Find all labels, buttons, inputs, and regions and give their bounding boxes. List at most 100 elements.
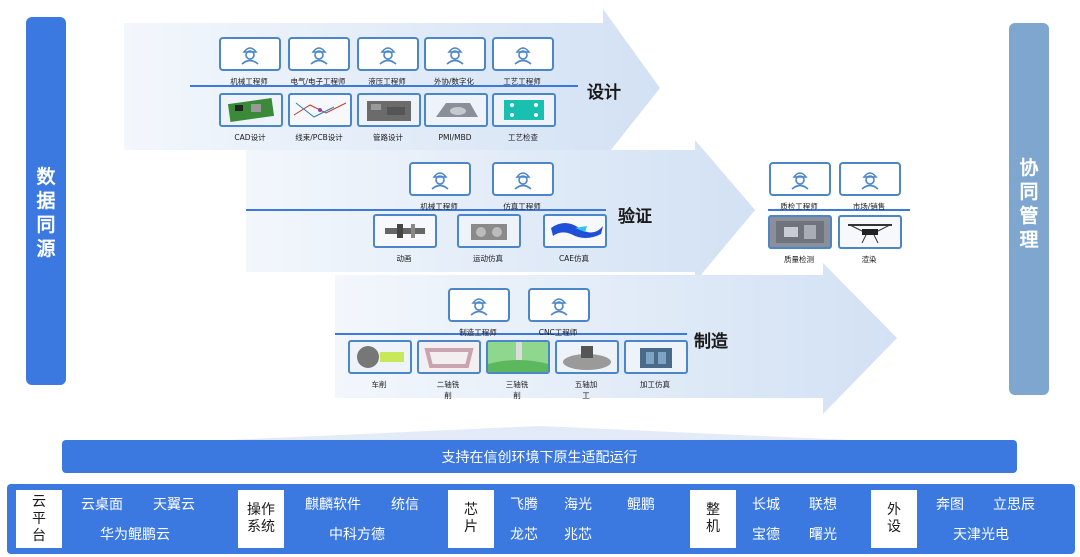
tool-label: 三轴铣 削	[505, 380, 529, 400]
design-divider	[190, 85, 578, 87]
engineer-icon	[492, 37, 554, 71]
wiring-pcb-image	[288, 93, 352, 127]
collab-char: 管	[1019, 205, 1039, 227]
role-label: 市场/销售	[852, 202, 886, 211]
render-drone-image	[838, 215, 902, 249]
machining-sim-image	[624, 340, 688, 374]
piping-image	[357, 93, 421, 127]
process-check-image	[492, 93, 556, 127]
tool-card: CAD设计	[219, 93, 283, 143]
role-label: 质检工程师	[780, 202, 818, 211]
tool-card: 动画	[373, 214, 437, 264]
role-card: 工艺工程师	[492, 37, 554, 87]
data-source-bar: 数 据 同 源	[26, 17, 66, 385]
category-cloud-platform: 云 平 台	[16, 490, 62, 548]
engineer-icon	[357, 37, 419, 71]
category-char: 芯	[464, 502, 478, 518]
category-char: 外	[887, 502, 901, 518]
tool-card: 线束/PCB设计	[288, 93, 352, 143]
vendor-name: 中科方德	[329, 527, 385, 543]
role-label: 电气/电子工程师	[290, 77, 346, 86]
vendor-name: 海光	[564, 497, 592, 513]
three-axis-milling-image	[486, 340, 550, 374]
vendor-name: 天翼云	[153, 497, 195, 513]
tool-card: 工艺检查	[492, 93, 556, 143]
role-card: 市场/销售	[839, 162, 901, 212]
role-label: 液压工程师	[368, 77, 406, 86]
collab-management-bar: 协 同 管 理	[1009, 23, 1049, 395]
stage-label-design: 设计	[587, 83, 621, 103]
platform-bar: 云 平 台 云桌面 天翼云 华为鲲鹏云 操作 系统 麒麟软件 统信 中科方德 芯…	[7, 484, 1075, 554]
tool-label: 加工仿真	[640, 380, 670, 389]
tool-card: CAE仿真	[543, 214, 607, 264]
category-char: 机	[706, 519, 720, 535]
stage-label-manufacture: 制造	[694, 332, 728, 352]
role-label: 制造工程师	[459, 328, 497, 337]
data-source-char: 数	[36, 166, 56, 188]
category-char: 平	[32, 510, 46, 527]
engineer-icon	[448, 288, 510, 322]
manufacture-divider	[335, 333, 687, 335]
tool-card: 车削	[348, 340, 412, 390]
tool-card: 管路设计	[357, 93, 421, 143]
engineer-icon	[528, 288, 590, 322]
vendor-name: 鲲鹏	[627, 497, 655, 513]
role-card: CNC工程师	[528, 288, 590, 338]
vendor-name: 云桌面	[81, 497, 123, 513]
xinchuang-banner: 支持在信创环境下原生适配运行	[62, 440, 1017, 473]
tool-card: 二轴铣 削	[417, 340, 481, 401]
tool-label: 渲染	[861, 255, 877, 264]
quality-inspection-image	[768, 215, 832, 249]
category-char: 片	[464, 519, 478, 535]
role-label: 工艺工程师	[503, 77, 541, 86]
engineer-icon	[769, 162, 831, 196]
engineer-icon	[288, 37, 350, 71]
tool-card: 五轴加 工	[555, 340, 619, 401]
role-label: 外协/数字化	[433, 77, 475, 86]
role-card: 电气/电子工程师	[288, 37, 350, 87]
two-axis-milling-image	[417, 340, 481, 374]
role-label: CNC工程师	[538, 328, 578, 337]
collab-char: 同	[1019, 181, 1039, 203]
role-card: 仿真工程师	[492, 162, 554, 212]
role-card: 机械工程师	[409, 162, 471, 212]
base-arrow	[230, 426, 850, 440]
category-char: 操作	[247, 502, 275, 518]
five-axis-machining-image	[555, 340, 619, 374]
tool-label: 车削	[371, 380, 387, 389]
data-source-char: 同	[36, 214, 56, 236]
category-char: 整	[706, 502, 720, 518]
engineer-icon	[839, 162, 901, 196]
tool-label: 工艺检查	[508, 133, 538, 142]
data-source-char: 源	[36, 238, 56, 260]
tool-label: 质量检测	[784, 255, 814, 264]
vendor-name: 曙光	[809, 527, 837, 543]
engineer-icon	[492, 162, 554, 196]
quality-divider	[768, 209, 910, 211]
cae-sim-image	[543, 214, 607, 248]
role-label: 仿真工程师	[503, 202, 541, 211]
category-peripheral: 外 设	[871, 490, 917, 548]
role-card: 机械工程师	[219, 37, 281, 87]
engineer-icon	[424, 37, 486, 71]
vendor-name: 兆芯	[564, 527, 592, 543]
tool-label: CAE仿真	[558, 254, 590, 263]
tool-label: PMI/MBD	[438, 133, 472, 142]
category-os: 操作 系统	[238, 490, 284, 548]
vendor-name: 联想	[809, 497, 837, 513]
animation-image	[373, 214, 437, 248]
verify-divider	[246, 209, 606, 211]
tool-label: CAD设计	[234, 133, 266, 142]
engineer-icon	[219, 37, 281, 71]
tool-card: PMI/MBD	[424, 93, 488, 143]
tool-label: 线束/PCB设计	[295, 133, 343, 142]
role-card: 液压工程师	[357, 37, 419, 87]
stage-label-verify: 验证	[618, 207, 652, 227]
tool-label: 二轴铣 削	[436, 380, 460, 400]
role-label: 机械工程师	[420, 202, 458, 211]
category-char: 台	[32, 527, 46, 544]
role-card: 质检工程师	[769, 162, 831, 212]
collab-char: 理	[1019, 229, 1039, 251]
tool-card: 三轴铣 削	[486, 340, 550, 401]
turning-image	[348, 340, 412, 374]
